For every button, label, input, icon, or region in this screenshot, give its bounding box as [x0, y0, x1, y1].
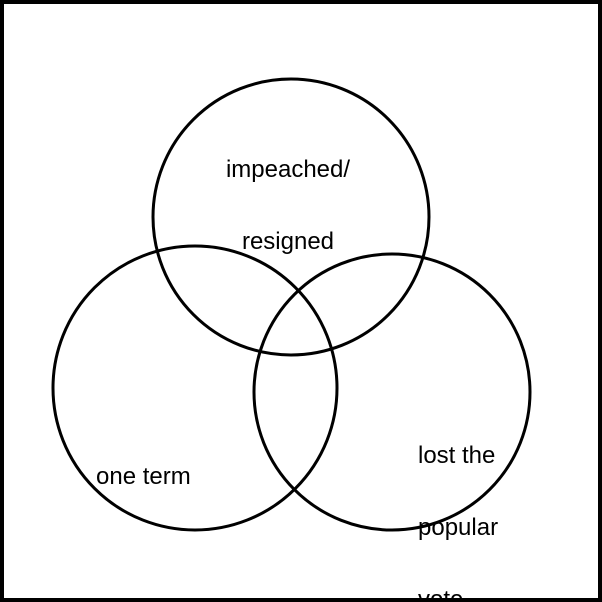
label-line: lost the [418, 442, 496, 469]
label-one-term: one term [96, 417, 191, 537]
circle-impeached-resigned [151, 77, 431, 357]
circle-one-term [51, 244, 339, 532]
label-line: popular [418, 514, 499, 541]
label-impeached-resigned: impeached/ resigned [226, 110, 350, 302]
circle-lost-popular-vote [252, 252, 532, 532]
label-line: vote [418, 586, 464, 602]
label-lost-popular-vote: lost the popular vote [418, 396, 499, 602]
label-line: resigned [241, 228, 335, 255]
label-line: one term [96, 463, 191, 490]
label-line: impeached/ [225, 156, 351, 183]
